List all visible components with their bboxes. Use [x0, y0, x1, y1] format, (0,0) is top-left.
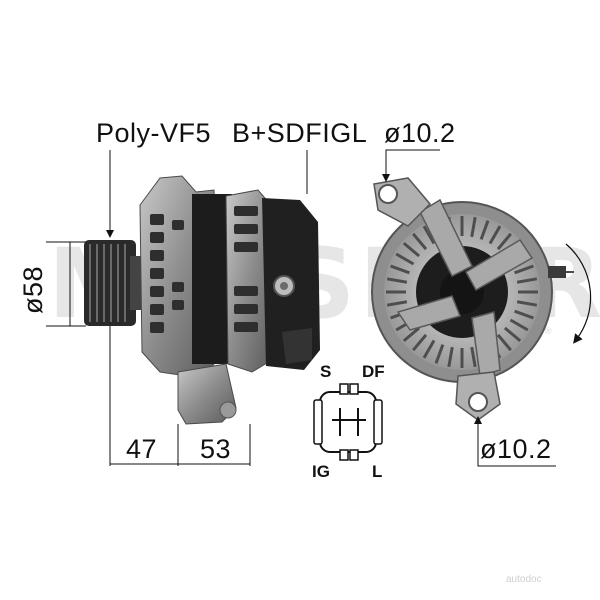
- cooling-fin: [434, 344, 445, 364]
- cooling-fin: [514, 309, 534, 320]
- connector-pin-ig: IG: [312, 462, 330, 481]
- cooling-fin: [470, 216, 477, 238]
- connector-pin-s: S: [320, 362, 332, 381]
- hole-diameter-bottom-label: ø10.2: [480, 434, 552, 464]
- cooling-fin: [496, 232, 513, 251]
- cooling-fin: [516, 300, 538, 307]
- dimension-lines-front: [382, 149, 556, 467]
- cooling-fin: [402, 241, 421, 258]
- cooling-fin: [390, 264, 410, 275]
- cooling-fin: [470, 346, 477, 368]
- terminals-label: B+SDFIGL: [232, 118, 368, 148]
- cooling-fin: [402, 326, 421, 343]
- cooling-fin: [422, 225, 436, 245]
- cooling-fin: [488, 225, 502, 245]
- connector-pin-l: L: [372, 462, 383, 481]
- belt-type-label: Poly-VF5: [96, 118, 212, 148]
- cooling-fin: [479, 220, 490, 240]
- pulley: [84, 240, 144, 326]
- cooling-fin: [422, 339, 436, 359]
- length-front-label: 47: [126, 434, 158, 464]
- dimension-lines-side: [46, 150, 308, 466]
- cooling-fin: [386, 277, 408, 284]
- plug-connector: [313, 383, 383, 461]
- cooling-fin: [395, 252, 415, 266]
- length-rear-label: 53: [200, 434, 232, 464]
- cooling-fin: [514, 264, 534, 275]
- cooling-fin: [386, 300, 408, 307]
- cooling-fin: [503, 326, 522, 343]
- rotation-arrow: [565, 243, 592, 344]
- alternator-front-view: [371, 177, 574, 421]
- cooling-fin: [509, 318, 529, 332]
- connector-pin-df: DF: [362, 362, 385, 381]
- hole-diameter-top-label: ø10.2: [384, 118, 456, 148]
- cooling-fin: [447, 346, 454, 368]
- pulley-diameter-label: ø58: [18, 265, 48, 314]
- cooling-fin: [411, 232, 428, 251]
- cooling-fin: [411, 333, 428, 352]
- cooling-fin: [496, 333, 513, 352]
- watermark-registered-mark: ®: [545, 326, 552, 336]
- alternator-side-view: [84, 175, 320, 425]
- footer-watermark: autodoc: [506, 574, 542, 585]
- cooling-fin: [516, 277, 538, 284]
